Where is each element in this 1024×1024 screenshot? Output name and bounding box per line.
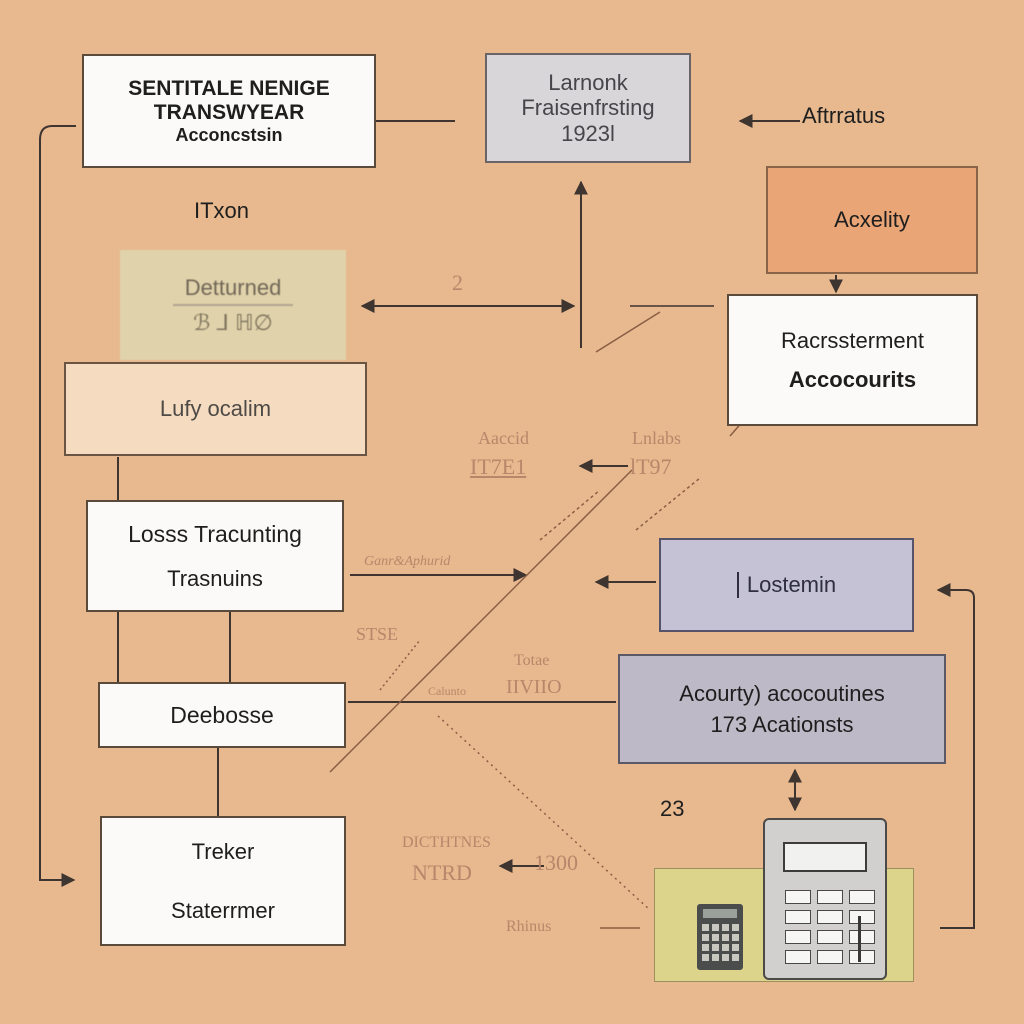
- node-lostemin: Lostemin: [659, 538, 914, 632]
- node-losss-line2: Trasnuins: [167, 565, 263, 591]
- node-deebosse-label: Deebosse: [170, 701, 274, 728]
- node-sentitale: SENTITALE NENIGE TRANSWYEAR Acconcstsin: [82, 54, 376, 168]
- node-acxelity: Acxelity: [766, 166, 978, 274]
- node-acxelity-label: Acxelity: [834, 207, 910, 233]
- node-larnonk-line1: Larnonk: [548, 70, 628, 96]
- node-larnonk: Larnonk Fraisenfrsting 1923l: [485, 53, 691, 163]
- label-rhinus: Rhinus: [506, 918, 552, 935]
- label-itxon: ITxon: [194, 198, 250, 223]
- node-racrssterment-line2: Accocourits: [788, 367, 917, 392]
- node-larnonk-line3: 1923l: [561, 120, 615, 146]
- node-racrssterment-line1: Racrssterment: [780, 327, 925, 353]
- label-aftrratus: Aftrratus: [802, 103, 886, 128]
- label-stse: STSE: [356, 624, 399, 644]
- label-lnlabs: Lnlabs: [632, 428, 681, 448]
- node-treker-line1: Treker: [191, 838, 255, 864]
- small-calculator-icon: [697, 904, 743, 970]
- left-loop-connector: [39, 125, 76, 887]
- node-lostemin-label: Lostemin: [736, 572, 836, 598]
- diagonal-line: [329, 469, 633, 773]
- label-lnlabs-sub: lT97: [630, 454, 672, 479]
- node-racrssterment: Racrssterment Accocourits: [727, 294, 978, 426]
- node-losss: Losss Tracunting Trasnuins: [86, 500, 344, 612]
- node-sentitale-line3: Acconcstsin: [175, 124, 283, 145]
- label-totae-sub: IIVIIO: [506, 676, 562, 698]
- node-larnonk-line2: Fraisenfrsting: [521, 95, 655, 121]
- node-lufy-label: Lufy ocalim: [159, 396, 272, 422]
- label-aaccid: Aaccid: [478, 428, 529, 448]
- label-totae: Totae: [514, 652, 550, 669]
- node-deebosse: Deebosse: [98, 682, 346, 748]
- node-accourty: Acourty) acocoutines 173 Acationsts: [618, 654, 946, 764]
- node-treker-line2: Staterrmer: [171, 898, 275, 923]
- node-deturned: Detturned ℬ ⅃ ℍ∅: [120, 250, 346, 360]
- label-1300: 1300: [534, 850, 578, 875]
- label-23: 23: [660, 796, 685, 821]
- calculator-icon: [763, 818, 887, 980]
- label-ganr: Ganr&Aphurid: [364, 554, 451, 569]
- label-dicthtnes-sub: NTRD: [412, 860, 472, 885]
- node-lufy: Lufy ocalim: [64, 362, 367, 456]
- node-accourty-line1: Acourty) acocoutines: [679, 680, 885, 706]
- node-deturned-line1: Detturned: [172, 275, 294, 306]
- node-losss-line1: Losss Tracunting: [128, 521, 302, 548]
- label-calunto: Calunto: [428, 684, 466, 698]
- node-sentitale-line2: TRANSWYEAR: [153, 100, 305, 124]
- node-sentitale-line1: SENTITALE NENIGE: [128, 76, 330, 100]
- label-dicthtnes: DICTHTNES: [402, 834, 491, 851]
- label-two: 2: [452, 270, 463, 295]
- node-deturned-line2: ℬ ⅃ ℍ∅: [193, 310, 273, 335]
- node-treker: Treker Staterrmer: [100, 816, 346, 946]
- right-loop-connector: [936, 583, 975, 929]
- node-accourty-line2: 173 Acationsts: [710, 712, 854, 737]
- label-aaccid-sub: IT7E1: [470, 454, 527, 479]
